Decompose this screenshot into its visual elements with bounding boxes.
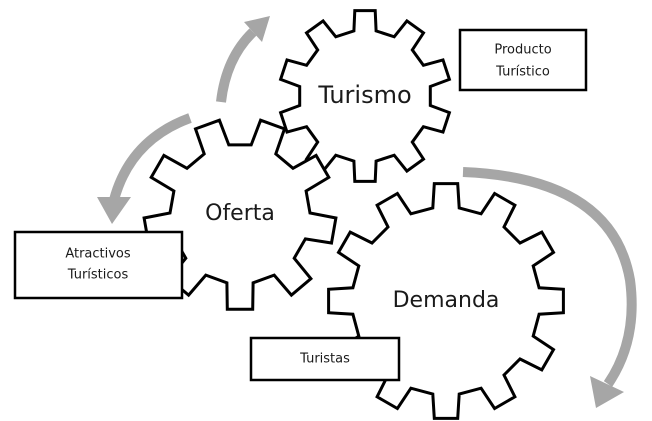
box-atractivos-turisticos-frame	[13, 230, 184, 300]
box-producto-turistico-line2: Turístico	[495, 65, 550, 80]
box-atractivos-turisticos: Atractivos Turísticos	[13, 230, 184, 300]
gear-oferta: Oferta	[142, 118, 338, 311]
box-producto-turistico-line1: Producto	[494, 43, 551, 58]
box-producto-turistico-frame	[458, 28, 588, 92]
gear-demanda-label: Demanda	[393, 288, 500, 313]
arrow-oferta-to-atractivos	[97, 113, 192, 224]
arrow-oferta-to-turismo-head	[244, 16, 270, 42]
arrow-turismo-to-demanda	[462, 167, 637, 408]
box-atractivos-turisticos-line2: Turísticos	[67, 268, 129, 283]
box-turistas: Turistas	[249, 336, 401, 382]
arrow-oferta-to-atractivos-head	[97, 197, 131, 224]
gear-oferta-label: Oferta	[205, 201, 275, 226]
gear-oferta-outline	[142, 118, 338, 311]
gear-turismo: Turismo	[278, 9, 452, 183]
box-turistas-line1: Turistas	[299, 352, 350, 367]
box-producto-turistico: Producto Turístico	[458, 28, 588, 92]
arrow-turismo-to-demanda-head	[590, 376, 624, 408]
box-turistas-frame	[249, 336, 401, 382]
gear-turismo-outline	[278, 9, 452, 183]
arrow-oferta-to-turismo-line	[216, 28, 257, 103]
arrow-turismo-to-demanda-line	[462, 167, 637, 387]
gear-demanda: Demanda	[327, 182, 565, 420]
gear-turismo-label: Turismo	[317, 81, 411, 109]
box-atractivos-turisticos-line1: Atractivos	[65, 247, 131, 262]
arrow-oferta-to-turismo	[216, 16, 270, 103]
arrow-oferta-to-atractivos-line	[109, 113, 192, 202]
